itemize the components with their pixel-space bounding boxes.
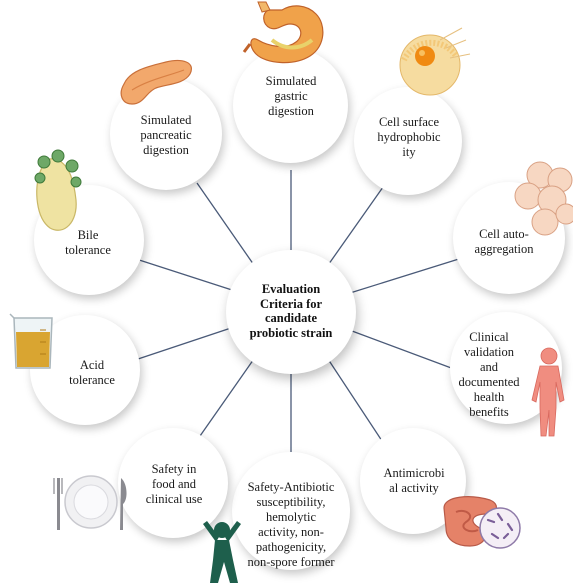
cell-cluster-icon [515, 162, 573, 235]
intestine-bacteria-icon [444, 497, 520, 548]
gallbladder-icon [35, 150, 81, 230]
center-title: Evaluation Criteria for candidate probio… [238, 282, 344, 340]
beaker-icon [10, 314, 52, 368]
plate-cutlery-icon [54, 476, 127, 530]
pancreas-icon [121, 61, 191, 105]
cell-sphere-icon [400, 28, 470, 95]
label-cell-auto-aggregation: Cell auto-aggregation [456, 227, 552, 257]
stomach-icon [244, 2, 323, 63]
human-body-icon [532, 348, 564, 436]
